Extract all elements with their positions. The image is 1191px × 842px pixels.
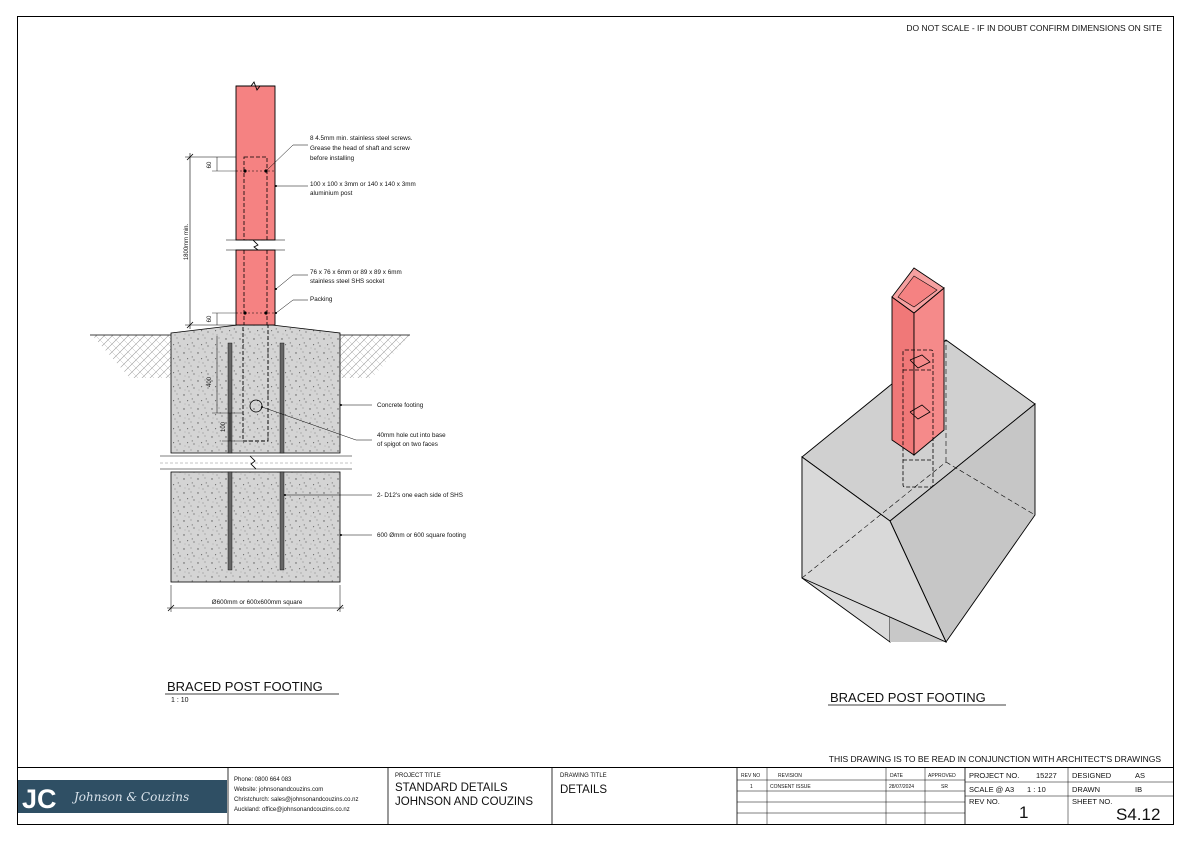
contact-phone: Phone: 0800 664 083 (234, 777, 292, 783)
designed-value: AS (1135, 771, 1145, 780)
dim-100: 100 (221, 421, 227, 432)
rev-header-date: DATE (890, 773, 904, 779)
company-logo (18, 780, 227, 813)
dim-socket-length: 1800mm min. (184, 224, 190, 261)
break-symbol (249, 455, 257, 470)
rev-header-rev: REV NO (741, 773, 760, 779)
rev-row-revision: CONSENT ISSUE (770, 784, 811, 790)
section-view-scale: 1 : 10 (171, 697, 189, 704)
project-title-1: STANDARD DETAILS (395, 782, 508, 794)
do-not-scale-note: DO NOT SCALE - IF IN DOUBT CONFIRM DIMEN… (906, 23, 1162, 33)
dim-footing-width: Ø600mm or 600x600mm square (212, 599, 303, 606)
ground-hatch-left (92, 335, 172, 378)
rev-header-revision: REVISION (778, 773, 802, 779)
project-no-label: PROJECT NO. (969, 771, 1019, 780)
callout-screws-2: Grease the head of shaft and screw (310, 145, 410, 152)
contact-auckland: Auckland: office@johnsonandcouzins.co.nz (234, 807, 350, 813)
callout-bars: 2- D12's one each side of SHS (377, 492, 463, 499)
scale-label: SCALE @ A3 (969, 785, 1014, 794)
rev-row-date: 28/07/2024 (889, 784, 914, 790)
concrete-footing-upper (170, 324, 341, 454)
dim-400: 400 (207, 376, 213, 387)
title-block: JC Johnson & Couzins Phone: 0800 664 083… (17, 767, 1174, 825)
isometric-view: BRACED POST FOOTING (801, 267, 1036, 706)
callout-post-2: aluminium post (310, 190, 353, 197)
callout-post-1: 100 x 100 x 3mm or 140 x 140 x 3mm (310, 181, 416, 188)
scale-value: 1 : 10 (1027, 785, 1046, 794)
callout-screws-3: before installing (310, 155, 355, 162)
section-view-title: BRACED POST FOOTING (167, 679, 323, 694)
dim-top-60: 60 (207, 161, 213, 168)
iso-view-title: BRACED POST FOOTING (830, 690, 986, 705)
dim-lower-60: 60 (207, 315, 213, 322)
drawing-title-label: DRAWING TITLE (560, 773, 607, 779)
callout-hole-1: 40mm hole cut into base (377, 432, 446, 439)
concrete-footing-lower (170, 471, 341, 583)
callout-packing: Packing (310, 296, 333, 303)
aluminium-post-lower (235, 249, 276, 326)
drawing-title: DETAILS (560, 784, 607, 796)
sheet-no-label: SHEET NO. (1072, 797, 1112, 806)
rev-no-label: REV NO. (969, 797, 1000, 806)
iso-post-side (913, 287, 945, 456)
contact-website: Website: johnsonandcouzins.com (234, 787, 323, 793)
project-no: 15227 (1036, 771, 1057, 780)
drawn-value: IB (1135, 785, 1142, 794)
callout-hole-2: of spigot on two faces (377, 441, 438, 448)
rev-row-rev: 1 (750, 784, 753, 790)
callout-socket-1: 76 x 76 x 6mm or 89 x 89 x 6mm (310, 269, 402, 276)
designed-label: DESIGNED (1072, 771, 1112, 780)
callout-footing-size: 600 Ømm or 600 square footing (377, 532, 466, 539)
rebar-right (279, 342, 285, 454)
rebar-left (227, 342, 233, 454)
section-view: 1800mm min. 60 60 400 100 Ø600mm or 600x… (90, 81, 466, 704)
contact-christchurch: Christchurch: sales@johnsonandcouzins.co… (234, 797, 359, 803)
ground-hatch-right (340, 335, 410, 378)
architect-note: THIS DRAWING IS TO BE READ IN CONJUNCTIO… (829, 754, 1162, 764)
callout-socket-2: stainless steel SHS socket (310, 278, 384, 285)
rev-row-approved: SR (941, 784, 948, 790)
project-title-2: JOHNSON AND COUZINS (395, 796, 533, 808)
drawn-label: DRAWN (1072, 785, 1100, 794)
aluminium-post-upper (235, 85, 276, 241)
logo-monogram: JC (22, 784, 57, 814)
callout-concrete: Concrete footing (377, 402, 424, 409)
rev-no: 1 (1019, 803, 1028, 822)
callout-screws-1: 8 4.5mm min. stainless steel screws. (310, 135, 413, 142)
project-title-label: PROJECT TITLE (395, 773, 441, 779)
rev-header-approved: APPROVED (928, 773, 956, 779)
sheet-no: S4.12 (1116, 805, 1160, 824)
company-name: Johnson & Couzins (71, 790, 189, 804)
